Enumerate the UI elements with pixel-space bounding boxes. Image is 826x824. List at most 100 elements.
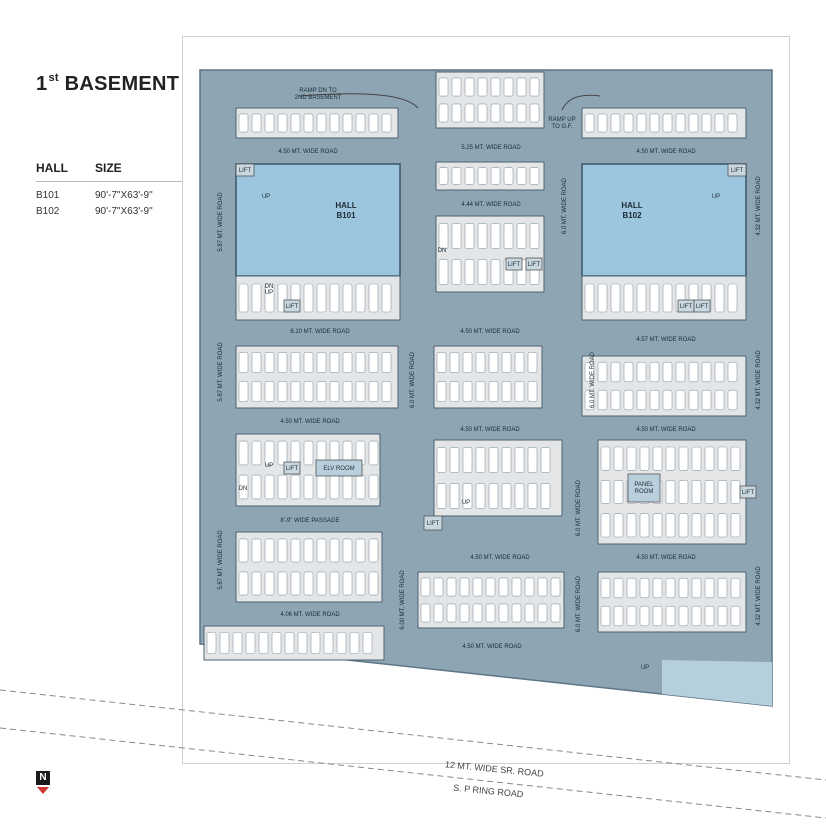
car-bay — [613, 513, 624, 538]
car-bay — [303, 474, 314, 500]
stair-up-label: UP — [265, 290, 273, 296]
car-bay — [303, 283, 314, 313]
car-bay — [623, 389, 634, 411]
car-bay — [342, 571, 353, 596]
car-bay — [652, 605, 663, 627]
table-header-hall: HALL — [36, 161, 68, 175]
car-bay — [662, 283, 673, 313]
car-bay — [475, 352, 486, 373]
ramp-arrow — [299, 93, 419, 109]
car-bay — [277, 352, 288, 373]
car-bay — [264, 283, 275, 313]
road-label: 4.50 MT. WIDE ROAD — [636, 427, 696, 433]
car-bay — [316, 283, 327, 313]
car-bay — [527, 483, 538, 509]
car-bay — [490, 259, 501, 285]
car-bay — [316, 538, 327, 563]
lift-core — [739, 485, 757, 499]
car-bay — [688, 361, 699, 383]
car-bay — [368, 538, 379, 563]
car-bay — [355, 352, 366, 373]
hall-b102-label: HALL — [621, 201, 642, 210]
car-bay — [277, 113, 288, 133]
car-bay — [516, 103, 527, 123]
car-bay — [678, 480, 689, 504]
car-bay — [436, 352, 447, 373]
car-bay — [251, 352, 262, 373]
car-bay — [329, 538, 340, 563]
stair-dn-label: DN — [239, 486, 248, 492]
car-bay — [516, 167, 527, 185]
car-bay — [704, 513, 715, 538]
car-bay — [264, 440, 275, 466]
car-bay — [446, 603, 457, 623]
car-bay — [610, 361, 621, 383]
ramp-down-label: RAMP DN TO — [299, 88, 337, 94]
car-bay — [623, 283, 634, 313]
road-label: 4.50 MT. WIDE ROAD — [460, 427, 520, 433]
car-bay — [613, 605, 624, 627]
stair-up-label: UP — [265, 463, 273, 469]
car-bay — [610, 389, 621, 411]
car-bay — [639, 605, 650, 627]
car-bay — [485, 577, 496, 597]
elv-room-label: ELV ROOM — [323, 466, 354, 472]
car-bay — [503, 77, 514, 97]
car-bay — [290, 440, 301, 466]
car-bay — [529, 223, 540, 249]
car-bay — [464, 103, 475, 123]
car-bay — [449, 352, 460, 373]
road-label: 4.50 MT. WIDE ROAD — [460, 329, 520, 335]
car-bay — [251, 283, 262, 313]
car-bay — [649, 283, 660, 313]
car-bay — [490, 77, 501, 97]
lift-label: LIFT — [528, 262, 541, 268]
car-bay — [514, 483, 525, 509]
road-label: 4.32 MT. WIDE ROAD — [756, 176, 762, 236]
car-bay — [584, 113, 595, 133]
car-bay — [503, 223, 514, 249]
road-label: 4.57 MT. WIDE ROAD — [636, 337, 696, 343]
car-bay — [511, 603, 522, 623]
car-bay — [277, 571, 288, 596]
car-bay — [420, 577, 431, 597]
car-bay — [349, 632, 360, 654]
car-bay — [290, 352, 301, 373]
road-label: 6.0 MT. WIDE ROAD — [576, 479, 582, 536]
car-bay — [303, 381, 314, 402]
car-bay — [490, 103, 501, 123]
car-bay — [597, 113, 608, 133]
car-bay — [368, 474, 379, 500]
road-edge-line — [0, 689, 826, 781]
road-label: 4.50 MT. WIDE ROAD — [278, 149, 338, 155]
car-bay — [251, 538, 262, 563]
car-bay — [691, 577, 702, 599]
car-bay — [675, 113, 686, 133]
car-bay — [717, 577, 728, 599]
car-bay — [584, 361, 595, 383]
car-bay — [704, 480, 715, 504]
car-bay — [639, 446, 650, 471]
road-label: 4.44 MT. WIDE ROAD — [461, 202, 521, 208]
car-bay — [238, 352, 249, 373]
car-bay — [610, 113, 621, 133]
car-bay — [730, 605, 741, 627]
car-bay — [550, 603, 561, 623]
car-bay — [245, 632, 256, 654]
car-bay — [316, 113, 327, 133]
car-bay — [490, 223, 501, 249]
car-bay — [662, 389, 673, 411]
car-bay — [277, 538, 288, 563]
car-bay — [264, 113, 275, 133]
car-bay — [717, 480, 728, 504]
car-bay — [264, 381, 275, 402]
car-bay — [381, 283, 392, 313]
road-label: 4.50 MT. WIDE ROAD — [280, 419, 340, 425]
car-bay — [329, 113, 340, 133]
hall-b101 — [235, 163, 401, 277]
car-bay — [727, 283, 738, 313]
car-bay — [464, 77, 475, 97]
car-bay — [597, 283, 608, 313]
car-bay — [550, 577, 561, 597]
